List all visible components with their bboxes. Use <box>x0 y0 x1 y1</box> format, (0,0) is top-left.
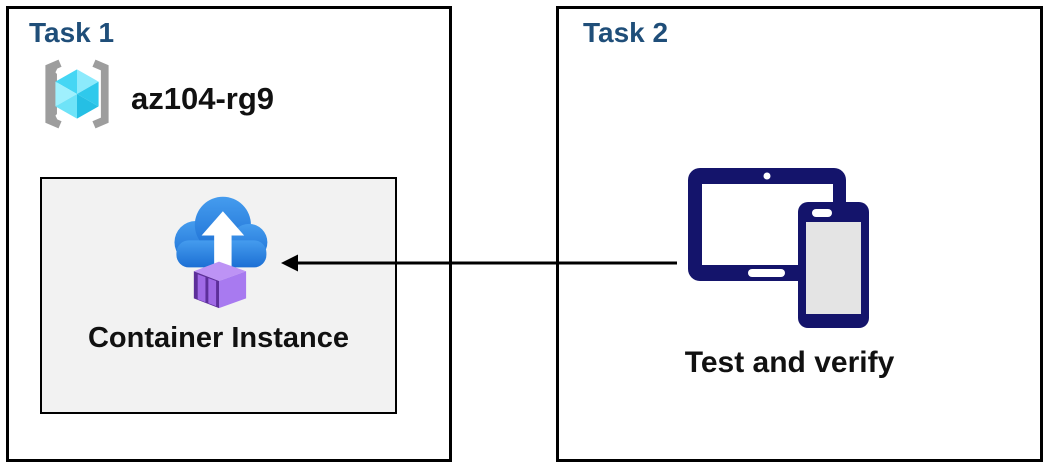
task1-title: Task 1 <box>29 17 115 48</box>
resource-group-icon <box>45 59 109 129</box>
container-instance-label: Container Instance <box>87 322 350 354</box>
phone-glyph <box>798 202 869 328</box>
resource-group-name: az104-rg9 <box>131 81 275 116</box>
task2-panel: Task 2 Test and verify <box>556 6 1043 462</box>
cube-glyph <box>55 69 99 119</box>
container-glyph <box>193 261 247 309</box>
tablet-phone-icon <box>688 168 869 328</box>
container-instance-icon <box>174 196 268 309</box>
task1-panel: Task 1 az104-rg9 <box>6 6 452 462</box>
container-instance-box: Container Instance <box>40 177 397 414</box>
upload-arrow-glyph <box>201 211 245 268</box>
task2-title: Task 2 <box>583 17 669 48</box>
test-and-verify-label: Test and verify <box>684 346 895 379</box>
